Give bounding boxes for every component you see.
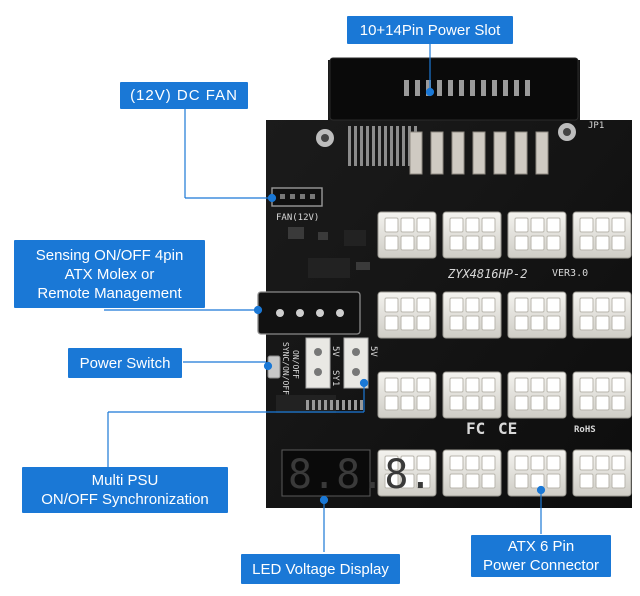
callout-dc-fan-text: (12V) DC FAN [130,87,238,104]
slot-lead [402,126,405,166]
callout-power-slot-text: 10+14Pin Power Slot [359,21,501,39]
atx-6pin-connector [572,291,632,339]
sync-pin [336,400,339,410]
atx-6pin-connector [442,371,502,419]
slot-pin [459,80,464,96]
callout-power-switch: Power Switch [68,348,182,378]
fan-label: FAN(12V) [276,213,319,223]
sync-pin [330,400,333,410]
molex-connector [257,291,361,335]
slot-pin [503,80,508,96]
slot-terminal [535,131,549,175]
slot-lead [390,126,393,166]
slot-lead [348,126,351,166]
slot-lead [378,126,381,166]
callout-sensing-line-1: Sensing ON/OFF 4pin [35,246,184,264]
pcb-board [266,60,632,508]
atx-6pin-connector [377,211,437,259]
sync-pin [342,400,345,410]
sync-pin [354,400,357,410]
callout-power-switch-text: Power Switch [79,354,171,372]
slot-terminal [472,131,486,175]
callout-multi-psu-line-1: Multi PSU [91,472,159,489]
slot-lead [360,126,363,166]
callout-atx-connector: ATX 6 Pin Power Connector [471,535,611,577]
ce-mark: CE [498,419,517,438]
callout-atx-connector-line-1: ATX 6 Pin [507,538,575,555]
sync-pin [360,400,363,410]
sync-pin [312,400,315,410]
slot-lead [366,126,369,166]
slot-terminal [430,131,444,175]
slot-terminal [514,131,528,175]
callout-sensing: Sensing ON/OFF 4pin ATX Molex or Remote … [14,240,205,308]
molex-pins [276,309,344,317]
slot-pin [492,80,497,96]
sync-label-5v-b: 5V [368,346,378,357]
atx-6pin-connector [377,371,437,419]
sync-connector-1 [305,337,331,389]
remote-label: SYNC/ON/OFF [281,342,290,395]
atx-6pin-connector [507,371,567,419]
slot-terminal [493,131,507,175]
slot-terminal [451,131,465,175]
callout-sensing-line-2: ATX Molex or [64,265,155,283]
power-slot-solder-row [409,131,549,175]
onoff-label: ON/OFF [291,350,300,379]
atx-6pin-connector [442,449,502,497]
atx-6pin-connector [572,371,632,419]
led-display-digits: 8.8.8. [288,452,433,498]
slot-pin [525,80,530,96]
callout-led-display: LED Voltage Display [241,554,400,584]
slot-terminal [409,131,423,175]
callout-led-display-text: LED Voltage Display [252,560,389,578]
callout-multi-psu: Multi PSU ON/OFF Synchronization [22,467,228,513]
atx-6pin-connector [377,291,437,339]
callout-atx-connector-line-2: Power Connector [483,557,599,574]
slot-pin [404,80,409,96]
board-version: VER3.0 [552,268,588,279]
slot-pin [437,80,442,96]
sync-pin [348,400,351,410]
callout-sensing-line-3: Remote Management [37,284,182,302]
slot-pin [415,80,420,96]
led-display [281,449,371,497]
power-slot-housing [329,57,579,121]
atx-6pin-connector [507,449,567,497]
atx-connector-grid [377,211,632,497]
atx-6pin-connector [507,211,567,259]
atx-6pin-connector [442,211,502,259]
fc-mark: FC [466,419,485,438]
slot-pin [470,80,475,96]
slot-pin [426,80,431,96]
sync-header-pins [306,400,363,410]
mounting-hole [316,123,576,147]
slot-pin [481,80,486,96]
sync-label-5v: 5V [330,346,340,357]
callout-dc-fan: (12V) DC FAN [120,82,248,109]
slot-lead [384,126,387,166]
atx-6pin-connector [572,211,632,259]
slot-lead [396,126,399,166]
board-model: ZYX4816HP-2 [447,267,527,281]
atx-6pin-connector [377,449,437,497]
slot-pin [514,80,519,96]
slot-pin [448,80,453,96]
slot-lead [354,126,357,166]
atx-6pin-connector [572,449,632,497]
sync-pin [318,400,321,410]
slot-lead [372,126,375,166]
jp1-label: JP1 [588,121,604,131]
sync-pin [324,400,327,410]
callout-multi-psu-line-2: ON/OFF Synchronization [41,491,209,508]
atx-6pin-connector [507,291,567,339]
callout-leaders [104,40,546,552]
callout-power-slot: 10+14Pin Power Slot [347,16,513,44]
atx-6pin-connector [442,291,502,339]
sync-pin [306,400,309,410]
rohs-mark: RoHS [574,425,596,435]
sync-label-sy1: SY1 [330,370,340,386]
